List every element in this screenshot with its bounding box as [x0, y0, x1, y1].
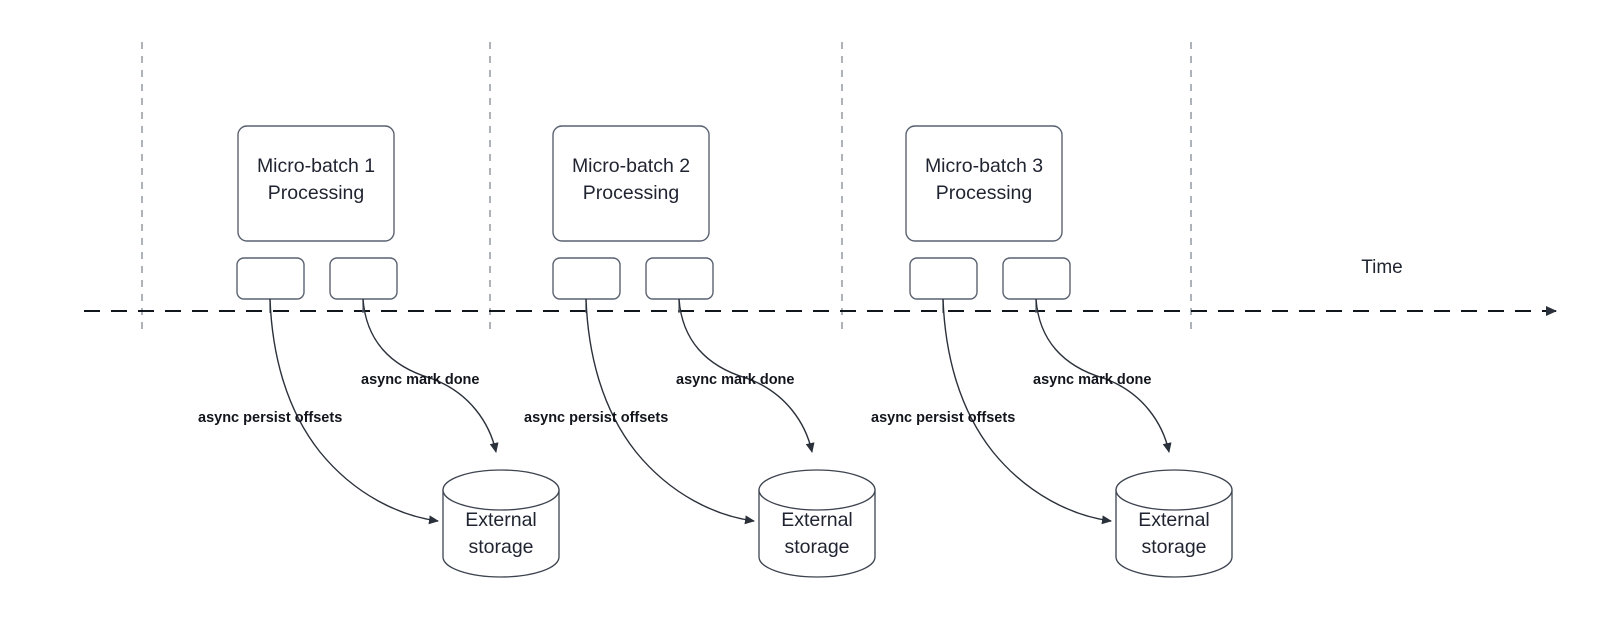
micro-batch-3-label-line2: Processing: [936, 182, 1032, 204]
task-box-2a[interactable]: [552, 257, 621, 300]
micro-batch-1-box[interactable]: [237, 125, 395, 242]
external-storage-1-body: [442, 489, 560, 578]
micro-batch-2-label-line1: Micro-batch 2: [572, 155, 690, 177]
external-storage-3-body: [1115, 489, 1233, 578]
flow-mark-2-label: async mark done: [676, 372, 794, 388]
external-storage-2[interactable]: External storage: [758, 469, 876, 578]
group-3: Micro-batch 3 Processing async persist o…: [871, 125, 1233, 578]
external-storage-3-label-line2: storage: [1141, 536, 1206, 558]
external-storage-3[interactable]: External storage: [1115, 469, 1233, 578]
tick-mark-group: [141, 42, 1192, 336]
time-axis-label: Time: [1361, 257, 1403, 278]
flow-persist-3-label: async persist offsets: [871, 410, 1015, 426]
external-storage-2-top: [758, 469, 876, 511]
flow-mark-3-label: async mark done: [1033, 372, 1151, 388]
flow-persist-2-curve: [585, 298, 755, 525]
timeline-axis: Time: [84, 257, 1557, 316]
flow-persist-1-label: async persist offsets: [198, 410, 342, 426]
external-storage-1-label-line1: External: [465, 509, 537, 531]
task-box-1a[interactable]: [236, 257, 305, 300]
flow-mark-3-curve: [1035, 298, 1172, 453]
external-storage-2-label-line2: storage: [784, 536, 849, 558]
flow-persist-1-curve: [269, 298, 439, 525]
external-storage-1[interactable]: External storage: [442, 469, 560, 578]
external-storage-3-top: [1115, 469, 1233, 511]
micro-batch-2-box[interactable]: [552, 125, 710, 242]
flow-mark-1-curve: [362, 298, 499, 453]
external-storage-1-label-line2: storage: [468, 536, 533, 558]
task-box-2b[interactable]: [645, 257, 714, 300]
task-box-1b[interactable]: [329, 257, 398, 300]
group-2: Micro-batch 2 Processing async persist o…: [524, 125, 876, 578]
external-storage-3-label-line1: External: [1138, 509, 1210, 531]
task-box-3b[interactable]: [1002, 257, 1071, 300]
flow-mark-2-curve: [678, 298, 815, 453]
micro-batch-2-label-line2: Processing: [583, 182, 679, 204]
micro-batch-1-label-line1: Micro-batch 1: [257, 155, 375, 177]
micro-batch-1-label-line2: Processing: [268, 182, 364, 204]
external-storage-1-top: [442, 469, 560, 511]
flow-persist-2-label: async persist offsets: [524, 410, 668, 426]
micro-batch-3-box[interactable]: [905, 125, 1063, 242]
external-storage-2-label-line1: External: [781, 509, 853, 531]
micro-batch-3-label-line1: Micro-batch 3: [925, 155, 1043, 177]
external-storage-2-body: [758, 489, 876, 578]
flow-mark-1-label: async mark done: [361, 372, 479, 388]
flow-persist-3-curve: [942, 298, 1112, 525]
group-1: Micro-batch 1 Processing async persist o…: [198, 125, 560, 578]
task-box-3a[interactable]: [909, 257, 978, 300]
